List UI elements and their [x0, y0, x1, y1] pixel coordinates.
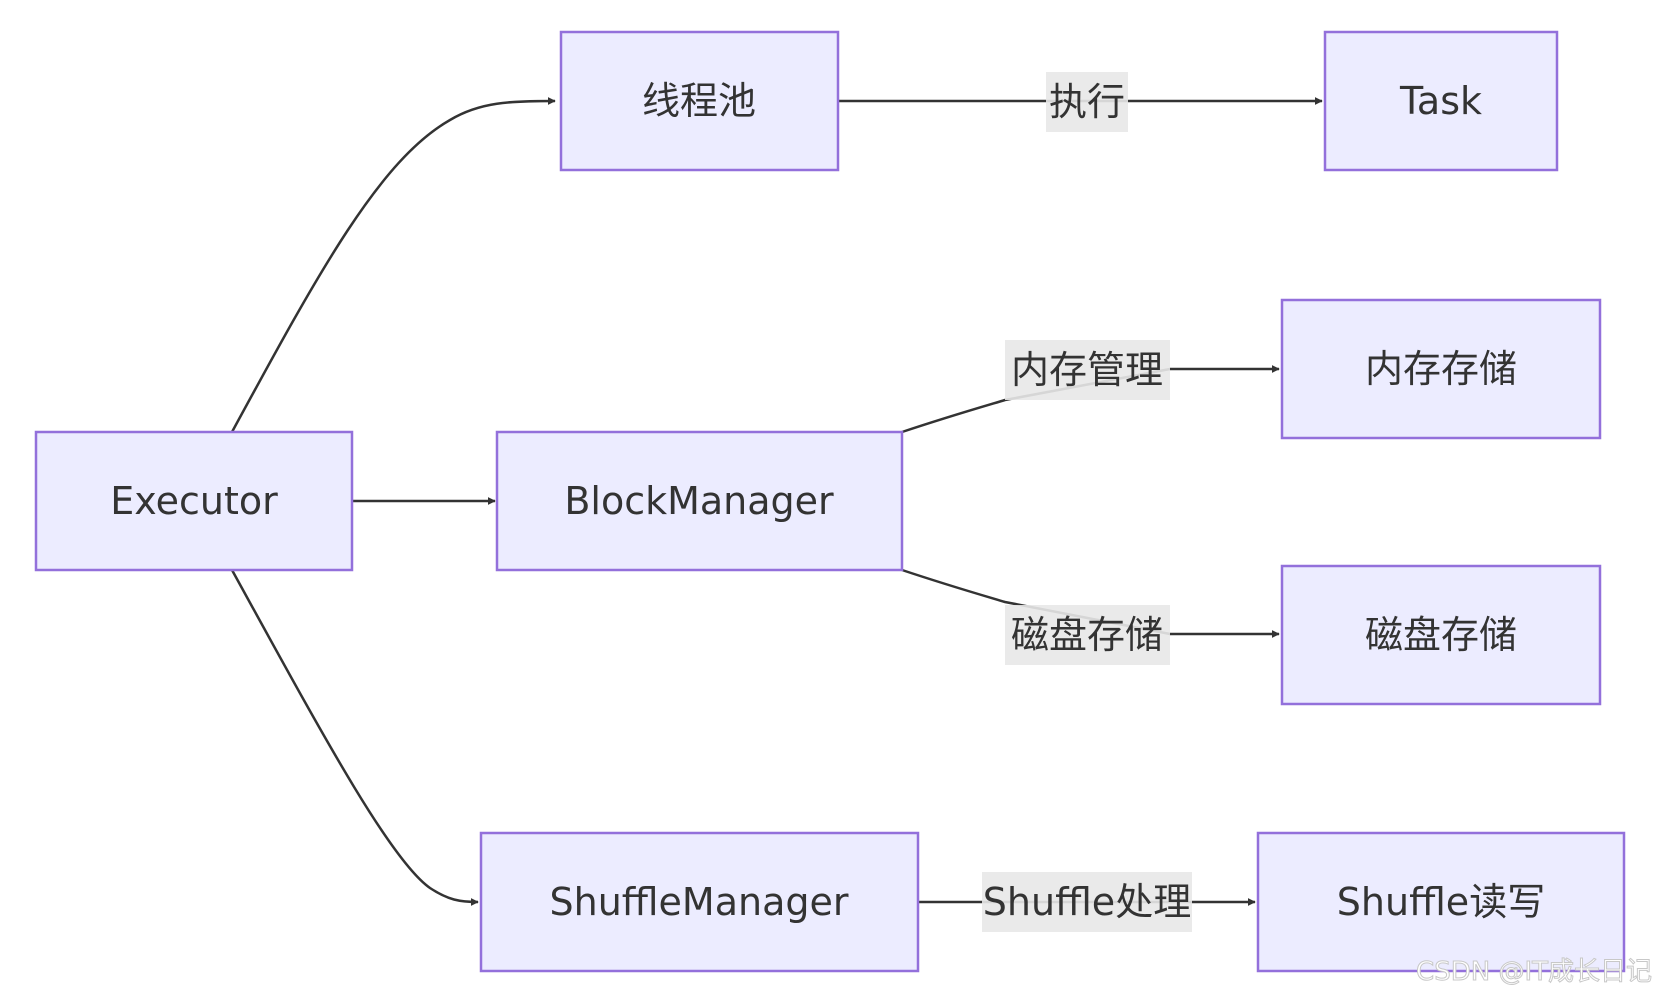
node-disk-storage: 磁盘存储 — [1280, 564, 1602, 706]
edge-blockmanager-memstore — [901, 365, 1280, 434]
node-threadpool: 线程池 — [559, 30, 840, 172]
svg-text:线程池: 线程池 — [642, 79, 756, 123]
edge-executor-threadpool — [230, 97, 556, 433]
edge-label-memory-mgmt: 内存管理 — [1005, 340, 1170, 400]
svg-text:磁盘存储: 磁盘存储 — [1011, 613, 1163, 657]
edge-label-disk-storage: 磁盘存储 — [1005, 605, 1170, 665]
svg-text:内存存储: 内存存储 — [1365, 347, 1517, 391]
edge-label-shuffle-process: Shuffle处理 — [982, 872, 1192, 932]
svg-text:Task: Task — [1399, 79, 1482, 123]
edge-label-execute: 执行 — [1046, 72, 1128, 132]
watermark: CSDN @IT成长日记 — [1416, 957, 1652, 987]
node-shuffle-readwrite: Shuffle读写 — [1256, 831, 1626, 973]
svg-text:ShuffleManager: ShuffleManager — [550, 880, 849, 924]
svg-text:Executor: Executor — [110, 479, 278, 523]
svg-text:Shuffle读写: Shuffle读写 — [1337, 880, 1545, 924]
edge-blockmanager-diskstore — [901, 568, 1280, 638]
node-memory-storage: 内存存储 — [1280, 298, 1602, 440]
node-blockmanager: BlockManager — [495, 430, 904, 572]
node-shufflemanager: ShuffleManager — [479, 831, 920, 973]
svg-text:内存管理: 内存管理 — [1011, 348, 1163, 392]
svg-text:BlockManager: BlockManager — [564, 479, 834, 523]
edge-executor-shufflemanager — [230, 569, 479, 906]
svg-text:Shuffle处理: Shuffle处理 — [983, 880, 1191, 924]
svg-text:磁盘存储: 磁盘存储 — [1365, 613, 1517, 657]
svg-text:执行: 执行 — [1049, 80, 1125, 124]
node-executor: Executor — [34, 430, 354, 572]
node-task: Task — [1323, 30, 1559, 172]
